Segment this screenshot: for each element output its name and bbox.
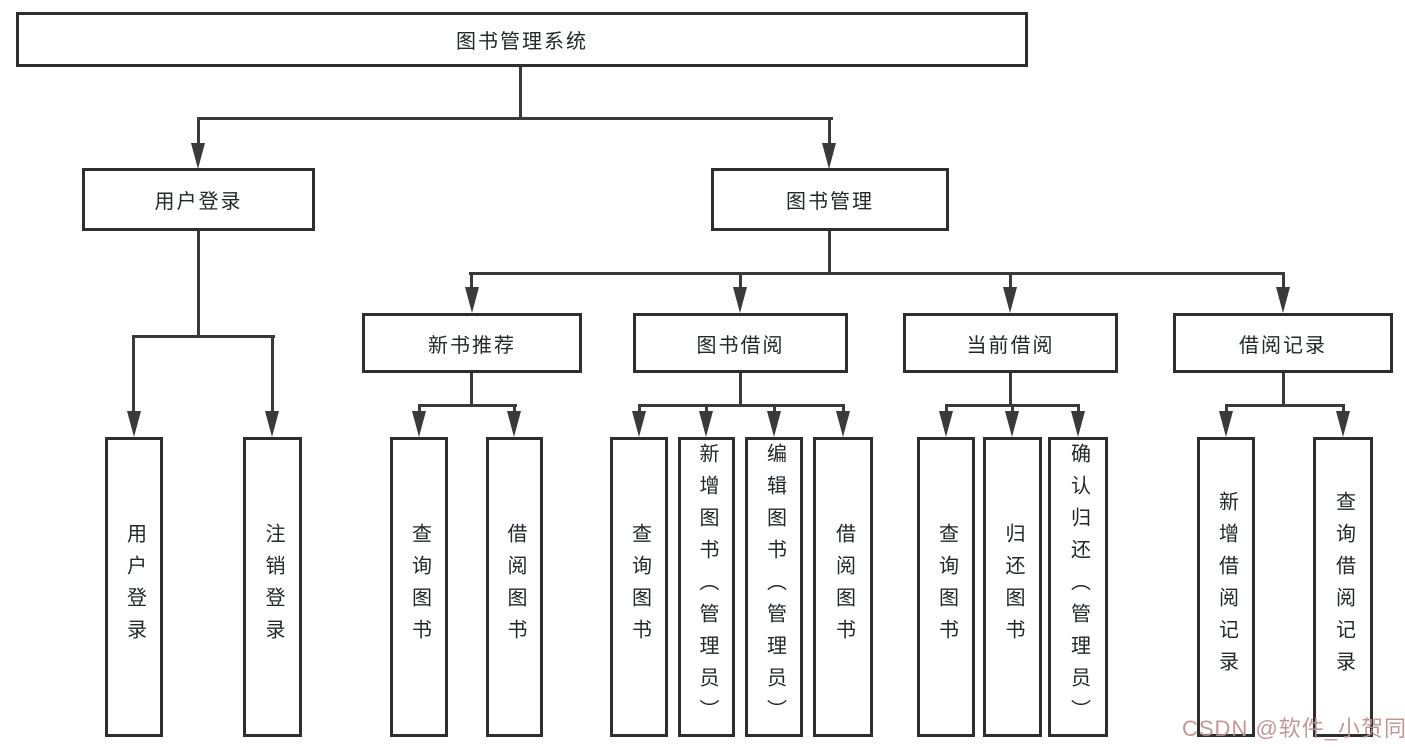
connector	[197, 117, 200, 145]
arrow-down-icon	[939, 411, 953, 437]
node-label: 注销登录	[262, 523, 284, 651]
arrow-down-icon	[767, 411, 781, 437]
connector	[1342, 404, 1345, 414]
connector	[773, 404, 776, 414]
node-label: 查询图书	[408, 523, 431, 651]
connector	[470, 272, 473, 288]
connector	[1225, 404, 1228, 414]
node-label: 借阅记录	[1239, 334, 1327, 357]
node-leaf-bb-add-books: 新增图书（管理员）	[678, 437, 735, 737]
arrow-down-icon	[412, 411, 426, 437]
node-leaf-br-query-record: 查询借阅记录	[1313, 437, 1373, 737]
node-label: 确认归还（管理员）	[1067, 443, 1090, 731]
node-new-book-recommend: 新书推荐	[362, 313, 582, 373]
node-label: 新书推荐	[428, 334, 516, 357]
connector	[1009, 373, 1012, 404]
connector	[1077, 404, 1080, 414]
connector	[1282, 272, 1285, 288]
arrow-down-icon	[127, 411, 141, 437]
arrow-down-icon	[1276, 287, 1290, 313]
arrow-down-icon	[733, 287, 747, 313]
arrow-down-icon	[507, 411, 521, 437]
node-current-borrow: 当前借阅	[903, 313, 1118, 373]
connector	[1282, 373, 1285, 404]
connector	[470, 373, 473, 404]
node-leaf-br-add-record: 新增借阅记录	[1197, 437, 1255, 737]
connector	[1009, 272, 1012, 288]
node-label: 图书管理	[786, 191, 874, 213]
connector	[469, 272, 1285, 275]
node-label: 归还图书	[1002, 523, 1024, 651]
node-borrow-records: 借阅记录	[1173, 313, 1393, 373]
node-leaf-nbr-borrow-books: 借阅图书	[486, 437, 543, 737]
csdn-watermark: CSDN @软件_小贺同学	[1182, 716, 1405, 741]
node-label: 图书借阅	[696, 334, 785, 357]
node-label: 新增借阅记录	[1215, 491, 1238, 683]
connector	[828, 117, 831, 145]
node-label: 查询借阅记录	[1332, 491, 1355, 683]
connector	[197, 117, 833, 120]
connector	[418, 404, 421, 414]
connector	[842, 404, 845, 414]
arrow-down-icon	[699, 411, 713, 437]
node-leaf-user-login: 用户登录	[105, 437, 163, 737]
connector	[197, 231, 200, 335]
connector	[132, 335, 135, 413]
node-leaf-nbr-query-books: 查询图书	[390, 437, 448, 737]
arrow-down-icon	[632, 411, 646, 437]
connector	[519, 67, 522, 119]
node-leaf-bb-query-books: 查询图书	[610, 437, 668, 737]
arrow-down-icon	[191, 143, 205, 169]
connector	[418, 404, 517, 407]
arrow-down-icon	[1219, 411, 1233, 437]
node-label: 图书管理系统	[456, 31, 588, 53]
arrow-down-icon	[836, 411, 850, 437]
arrow-down-icon	[465, 287, 479, 313]
node-label: 查询图书	[628, 523, 651, 651]
node-label: 编辑图书（管理员）	[763, 443, 786, 731]
node-label: 借阅图书	[504, 523, 526, 651]
node-book-management: 图书管理	[711, 168, 949, 231]
arrow-down-icon	[1003, 287, 1017, 313]
node-label: 查询图书	[935, 523, 958, 651]
node-user-login: 用户登录	[82, 168, 315, 231]
connector	[739, 373, 742, 404]
node-leaf-logout: 注销登录	[243, 437, 302, 737]
connector	[945, 404, 948, 414]
arrow-down-icon	[1071, 411, 1085, 437]
connector	[132, 335, 275, 338]
node-leaf-cb-confirm-return: 确认归还（管理员）	[1048, 437, 1108, 737]
node-label: 当前借阅	[966, 334, 1055, 357]
arrow-down-icon	[1336, 411, 1350, 437]
node-leaf-bb-edit-books: 编辑图书（管理员）	[745, 437, 803, 737]
node-book-borrow: 图书借阅	[633, 313, 848, 373]
connector	[828, 231, 831, 272]
node-label: 新增图书（管理员）	[696, 443, 718, 731]
connector	[513, 404, 516, 414]
arrow-down-icon	[265, 411, 279, 437]
connector	[1225, 404, 1345, 407]
connector	[638, 404, 641, 414]
node-label: 借阅图书	[832, 523, 855, 651]
connector	[1011, 404, 1014, 414]
node-leaf-bb-borrow-books: 借阅图书	[813, 437, 873, 737]
connector	[638, 404, 845, 407]
node-leaf-cb-return-books: 归还图书	[983, 437, 1042, 737]
arrow-down-icon	[1005, 411, 1019, 437]
connector	[271, 335, 274, 413]
node-leaf-cb-query-books: 查询图书	[917, 437, 975, 737]
node-label: 用户登录	[154, 191, 243, 213]
connector	[705, 404, 708, 414]
node-root: 图书管理系统	[16, 12, 1028, 67]
arrow-down-icon	[822, 143, 836, 169]
node-label: 用户登录	[123, 523, 146, 651]
connector	[739, 272, 742, 288]
